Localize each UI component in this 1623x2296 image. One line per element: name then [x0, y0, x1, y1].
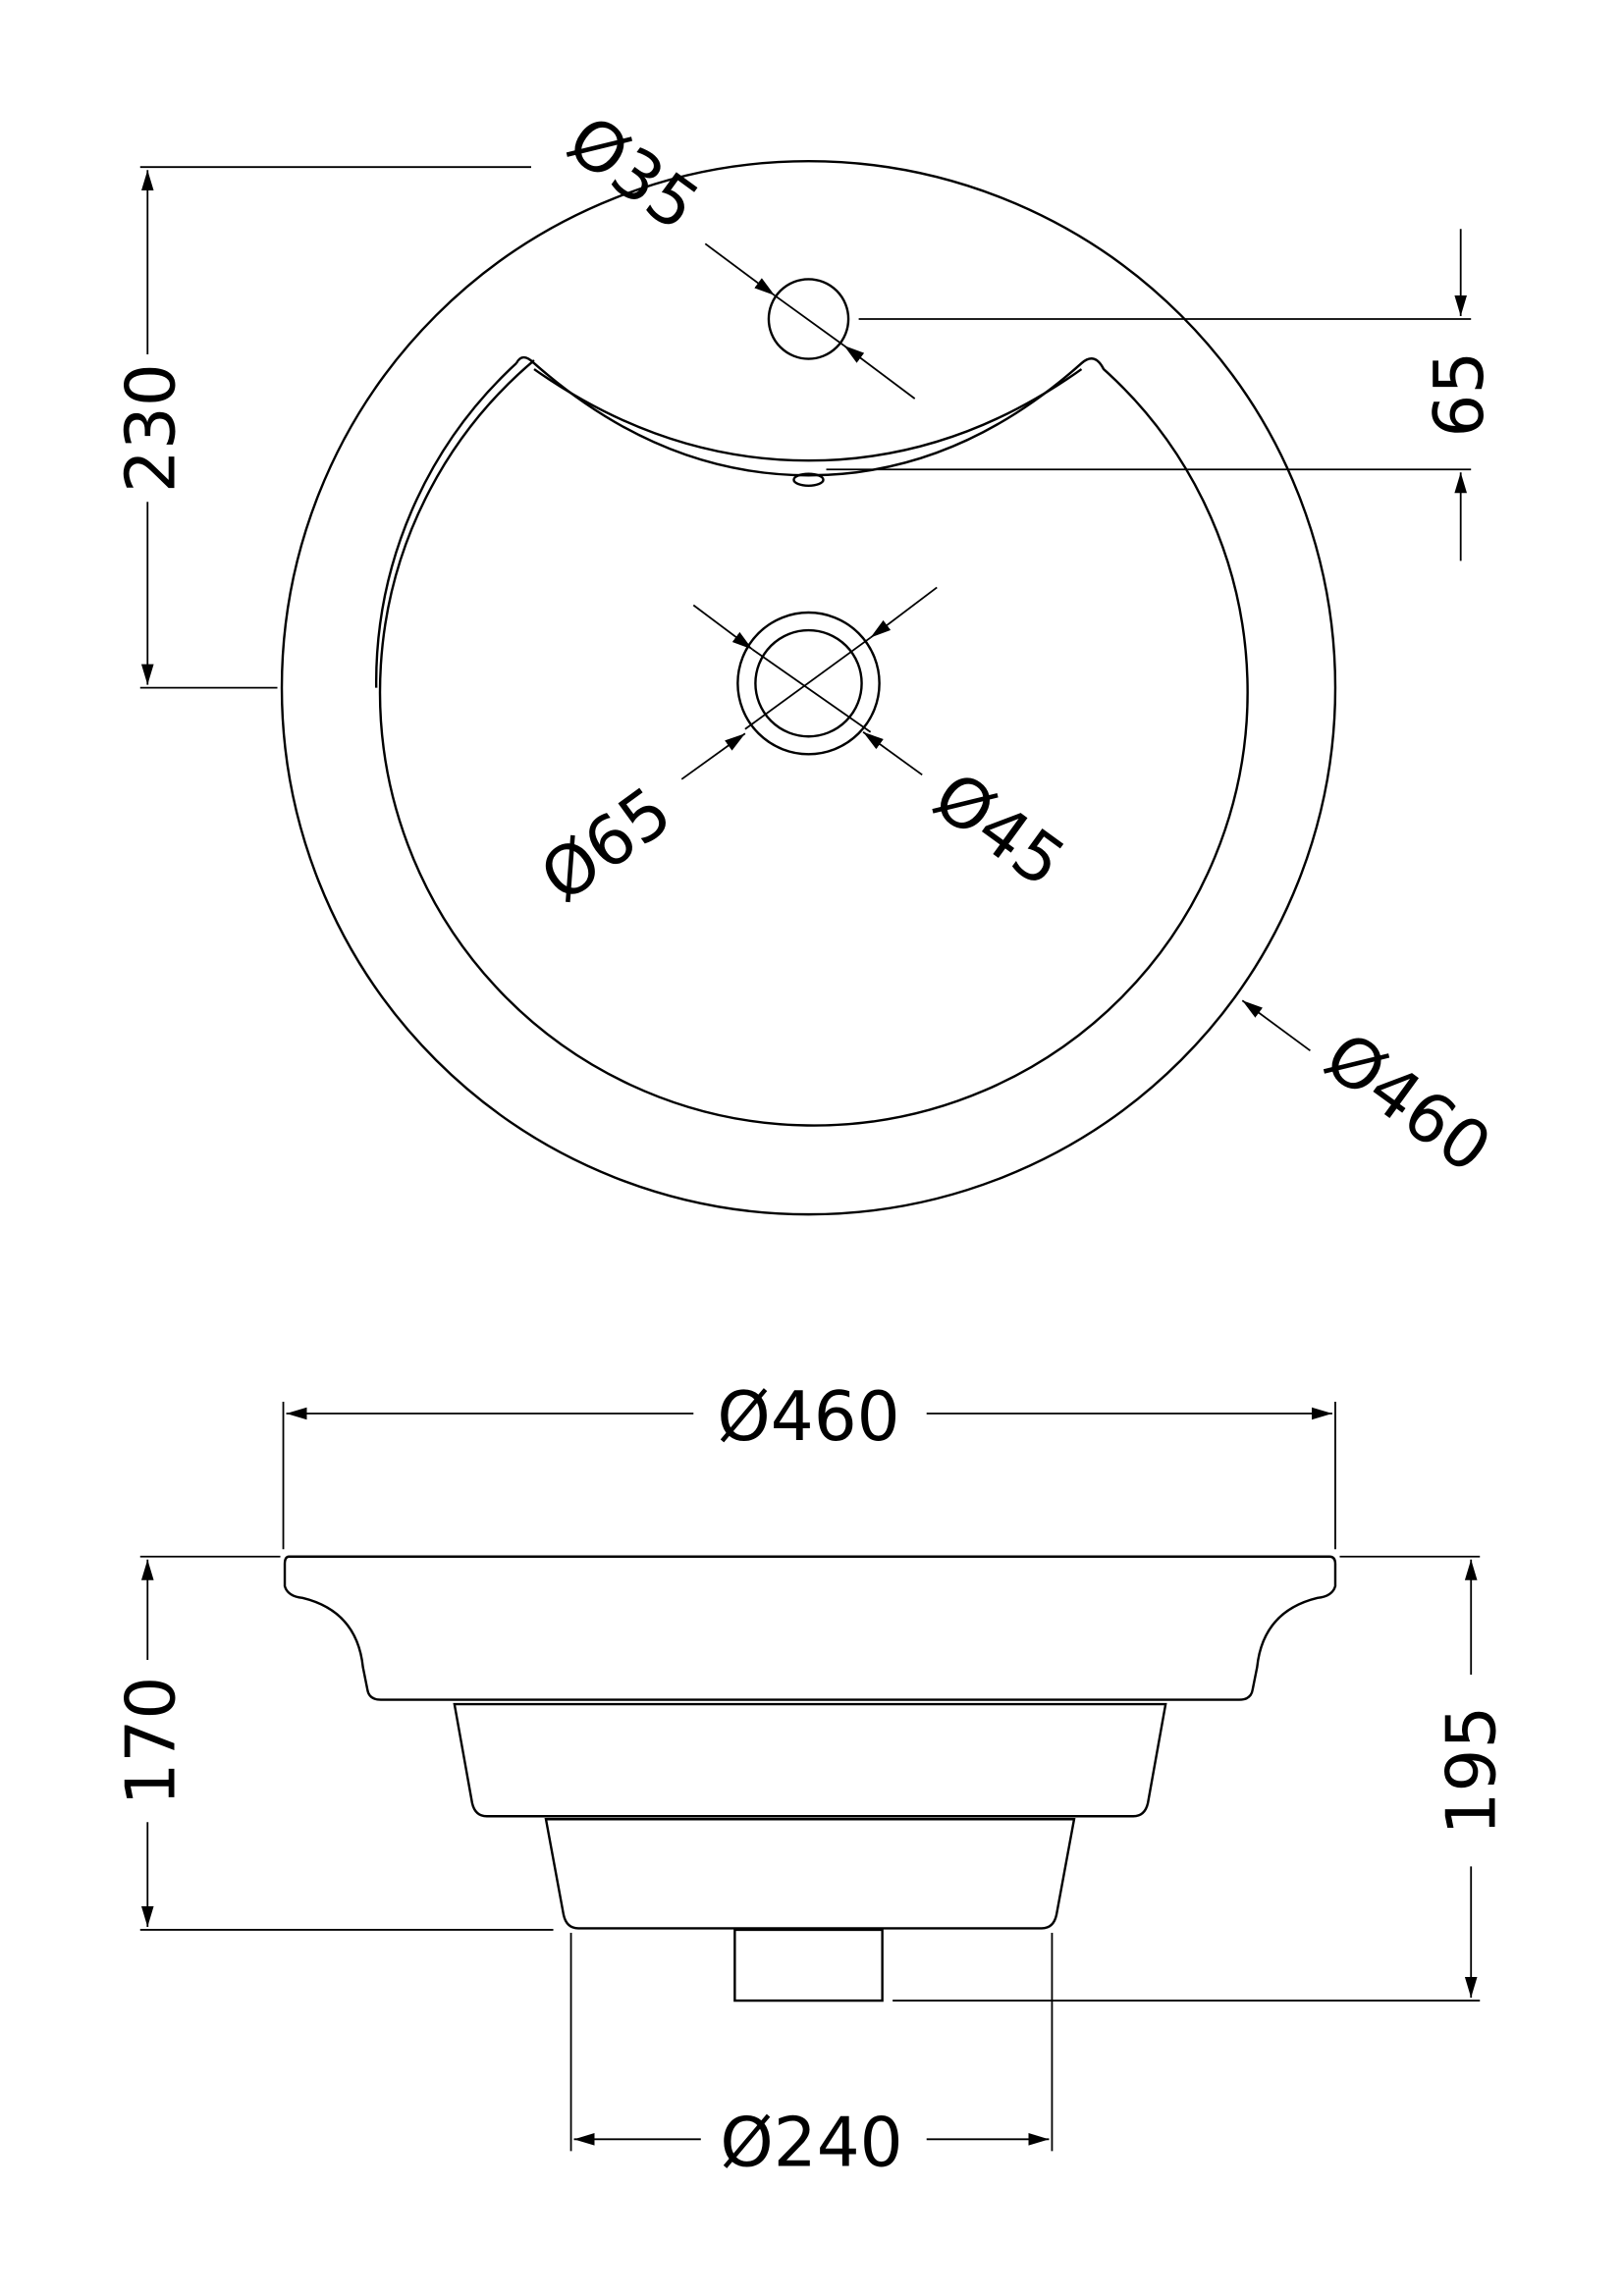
dim-base-dia: Ø240 [720, 2104, 902, 2182]
dim-overall-dia-side: Ø460 [717, 1378, 899, 1457]
waste-inner [754, 628, 863, 738]
basin-profile [283, 1555, 1337, 1701]
basin-outer-rim [280, 159, 1337, 1216]
waste-outlet [733, 1928, 884, 2002]
overflow-hole [792, 472, 825, 487]
tap-hole [767, 278, 850, 360]
dim-tap-hole-dia: Ø35 [554, 101, 713, 246]
dim-waste-outer-dia: Ø65 [527, 773, 686, 918]
dim-body-height: 170 [112, 1677, 190, 1806]
basin-body-tier [453, 1702, 1167, 1818]
bowl-lip [374, 362, 517, 688]
top-view: 230 Ø35 65 Ø65 Ø45 Ø460 [112, 101, 1505, 1216]
tap-deck-curve [533, 368, 1083, 462]
dim-half-depth: 230 [112, 363, 190, 493]
dim-waste-inner-dia: Ø45 [919, 758, 1078, 903]
side-view: Ø460 170 195 Ø240 [112, 1378, 1511, 2182]
dim-tap-offset: 65 [1421, 351, 1499, 438]
basin-base-tier [544, 1818, 1076, 1930]
bowl-outline [378, 355, 1249, 1127]
dim-overall-dia-top: Ø460 [1311, 1018, 1505, 1189]
waste-outer [736, 611, 881, 756]
dim-total-height: 195 [1433, 1706, 1511, 1836]
